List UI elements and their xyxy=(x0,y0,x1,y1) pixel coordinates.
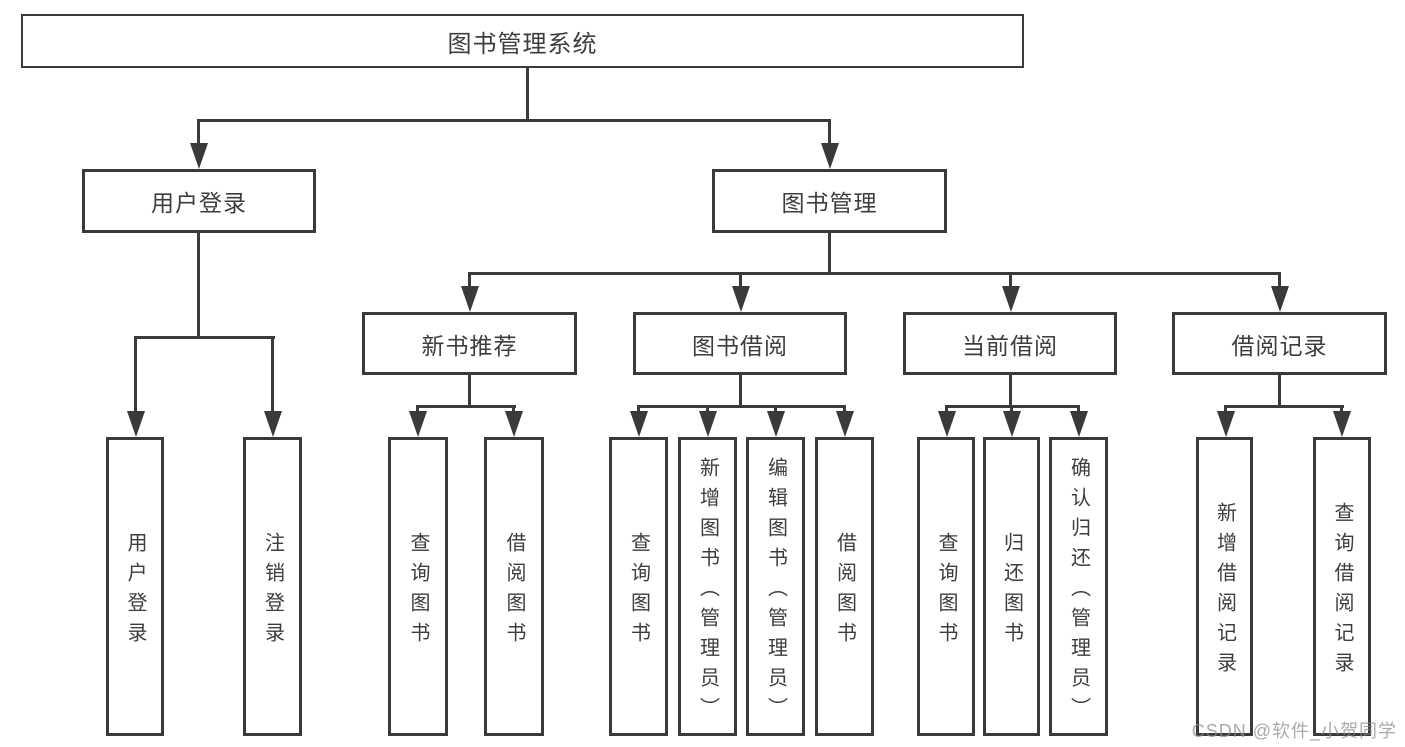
node-book-mgmt: 图书管理 xyxy=(712,169,947,233)
connector-level3-branch xyxy=(468,272,1281,275)
arrow-into-sec2-leaf2 xyxy=(1070,411,1088,437)
leaf-borrow-edit-books-admin-label: 编辑图书（管理员） xyxy=(764,456,787,727)
node-library-system-label: 图书管理系统 xyxy=(447,30,598,58)
arrow-into-sec1-leaf3 xyxy=(836,411,854,437)
connector-leaf-login-shaft xyxy=(134,336,137,416)
connector-sec1-children-branch xyxy=(637,405,846,408)
node-user-login-label: 用户登录 xyxy=(151,190,247,216)
node-user-login: 用户登录 xyxy=(82,169,316,233)
arrow-into-sec0-leaf1 xyxy=(505,411,523,437)
leaf-borrow-add-books-admin: 新增图书（管理员） xyxy=(678,437,737,736)
node-book-mgmt-label: 图书管理 xyxy=(781,190,878,216)
connector-root-stem xyxy=(526,68,529,121)
arrow-into-leaf-logout xyxy=(264,411,282,437)
connector-sec0-children-branch xyxy=(416,405,516,408)
node-book-borrow-label: 图书借阅 xyxy=(692,332,788,359)
arrow-into-book-mgmt xyxy=(821,143,839,169)
leaf-newrec-query-books: 查询图书 xyxy=(388,437,448,736)
leaf-current-query-books-label: 查询图书 xyxy=(935,531,957,652)
leaf-borrow-borrow-books: 借阅图书 xyxy=(815,437,874,736)
node-borrow-records: 借阅记录 xyxy=(1172,312,1387,375)
leaf-current-return-books: 归还图书 xyxy=(983,437,1040,736)
arrow-into-sec3-leaf0 xyxy=(1217,411,1235,437)
arrow-into-new-book-rec xyxy=(461,286,479,312)
leaf-records-add-record-label: 新增借阅记录 xyxy=(1213,501,1236,682)
leaf-logout: 注销登录 xyxy=(243,437,302,736)
leaf-newrec-borrow-books: 借阅图书 xyxy=(484,437,544,736)
arrow-into-current-borrow xyxy=(1002,286,1020,312)
leaf-records-add-record: 新增借阅记录 xyxy=(1196,437,1253,736)
connector-sec3-stem xyxy=(1278,375,1281,407)
node-new-book-rec-label: 新书推荐 xyxy=(421,332,518,359)
connector-sec1-shaft xyxy=(739,272,742,290)
arrow-into-sec1-leaf2 xyxy=(767,411,785,437)
leaf-current-query-books: 查询图书 xyxy=(917,437,975,736)
leaf-current-return-books-label: 归还图书 xyxy=(1000,531,1023,652)
connector-sec3-shaft xyxy=(1278,272,1281,290)
node-borrow-records-label: 借阅记录 xyxy=(1231,332,1328,359)
connector-level2-branch xyxy=(197,119,831,122)
node-current-borrow-label: 当前借阅 xyxy=(962,332,1058,359)
arrow-into-sec3-leaf1 xyxy=(1333,411,1351,437)
arrow-into-borrow-records xyxy=(1271,286,1289,312)
arrow-into-sec1-leaf0 xyxy=(630,411,648,437)
leaf-newrec-borrow-books-label: 借阅图书 xyxy=(503,531,525,652)
arrow-into-sec2-leaf0 xyxy=(938,411,956,437)
leaf-current-confirm-return-admin-label: 确认归还（管理员） xyxy=(1067,456,1090,727)
connector-sec2-shaft xyxy=(1009,272,1012,290)
leaf-borrow-borrow-books-label: 借阅图书 xyxy=(833,531,856,652)
node-library-system: 图书管理系统 xyxy=(21,14,1024,68)
connector-book-mgmt-shaft xyxy=(828,119,831,149)
arrow-into-book-borrow xyxy=(732,286,750,312)
leaf-logout-label: 注销登录 xyxy=(261,531,284,652)
leaf-newrec-query-books-label: 查询图书 xyxy=(407,531,429,652)
leaf-borrow-add-books-admin-label: 新增图书（管理员） xyxy=(696,456,719,727)
leaf-borrow-query-books: 查询图书 xyxy=(609,437,668,736)
connector-mgmt-stem xyxy=(828,233,831,274)
connector-leaf-logout-shaft xyxy=(271,336,274,416)
arrow-into-sec2-leaf1 xyxy=(1003,411,1021,437)
node-current-borrow: 当前借阅 xyxy=(903,312,1117,375)
connector-user-children-branch xyxy=(134,336,275,339)
node-book-borrow: 图书借阅 xyxy=(633,312,847,375)
arrow-into-user-login xyxy=(190,143,208,169)
csdn-watermark: CSDN @软件_小贺同学 xyxy=(1191,721,1397,741)
leaf-records-query-record-label: 查询借阅记录 xyxy=(1331,501,1353,682)
arrow-into-leaf-login xyxy=(127,411,145,437)
connector-sec2-stem xyxy=(1009,375,1012,407)
connector-user-stem xyxy=(197,233,200,338)
connector-sec0-shaft xyxy=(468,272,471,290)
connector-user-login-shaft xyxy=(197,119,200,149)
leaf-borrow-edit-books-admin: 编辑图书（管理员） xyxy=(746,437,805,736)
leaf-current-confirm-return-admin: 确认归还（管理员） xyxy=(1049,437,1108,736)
leaf-records-query-record: 查询借阅记录 xyxy=(1313,437,1371,736)
arrow-into-sec1-leaf1 xyxy=(699,411,717,437)
leaf-user-login-label: 用户登录 xyxy=(124,531,146,652)
node-new-book-rec: 新书推荐 xyxy=(362,312,577,375)
connector-sec1-stem xyxy=(739,375,742,407)
connector-sec0-stem xyxy=(468,375,471,407)
connector-sec3-children-branch xyxy=(1224,405,1344,408)
leaf-borrow-query-books-label: 查询图书 xyxy=(627,531,650,652)
leaf-user-login: 用户登录 xyxy=(106,437,164,736)
arrow-into-sec0-leaf0 xyxy=(409,411,427,437)
